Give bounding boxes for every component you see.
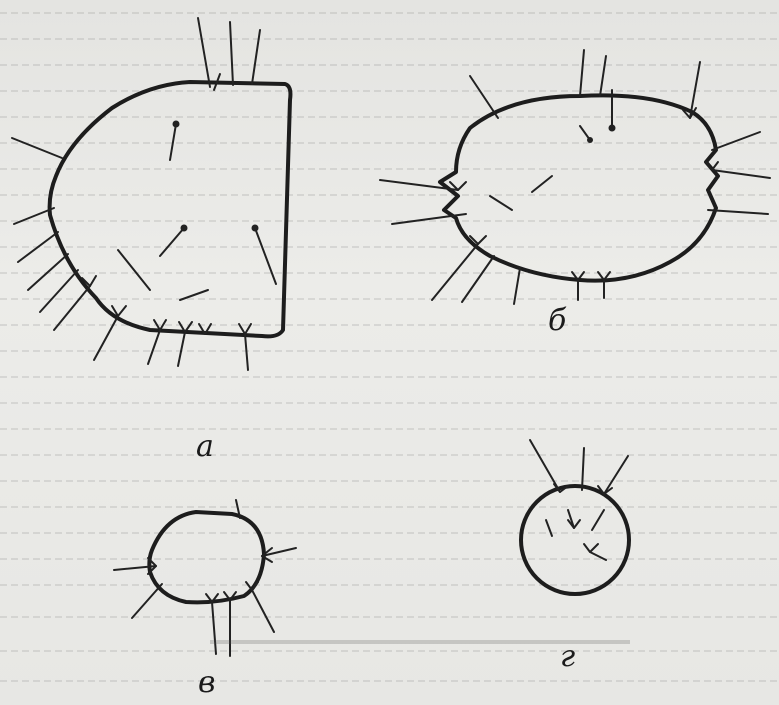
panel-v-outline (149, 512, 264, 602)
bristle-base-dot (252, 225, 259, 232)
bristle-base-dot (173, 121, 180, 128)
panel-a-outline (50, 82, 291, 336)
panel-v-drawing (114, 500, 296, 656)
panel-g-drawing (521, 440, 629, 594)
panel-label-v: в (198, 668, 215, 698)
panel-label-g: г (560, 642, 575, 672)
panel-label-b: б (548, 306, 566, 336)
faint-caption-line (210, 640, 630, 644)
bristle-base-dot (587, 137, 593, 143)
panel-a-drawing (12, 18, 290, 370)
bristle-base-dot (181, 225, 188, 232)
panel-g-outline (521, 486, 629, 594)
panel-b-outline (440, 95, 718, 280)
bristle-base-dot (609, 125, 616, 132)
panel-b-drawing (380, 50, 770, 304)
panel-label-a: а (196, 432, 214, 462)
